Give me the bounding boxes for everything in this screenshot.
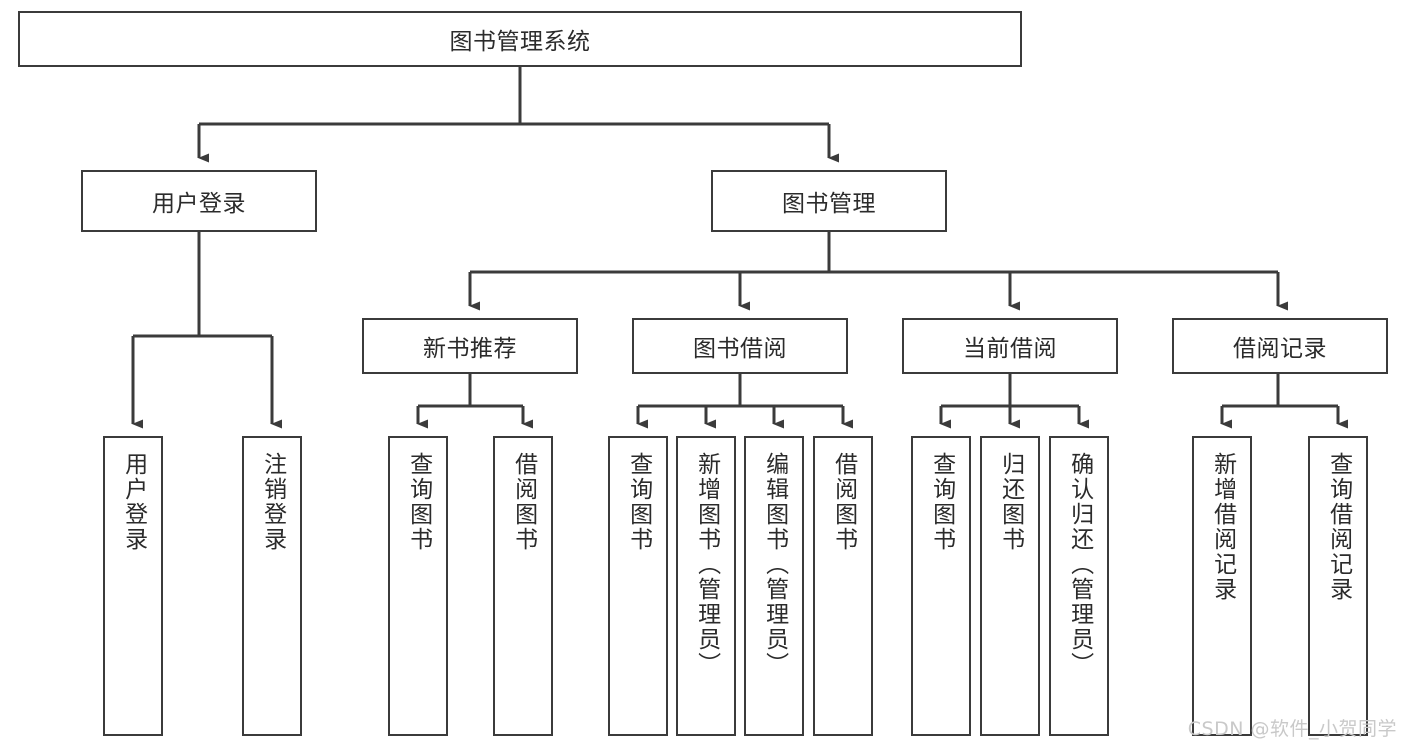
node-leaf-query-record[interactable]: 查询借阅记录 <box>1308 436 1368 736</box>
node-leaf-return-book-label: 归还图书 <box>997 452 1024 552</box>
node-leaf-borrow-book-2[interactable]: 借阅图书 <box>813 436 873 736</box>
node-borrow-record-label: 借阅记录 <box>1233 336 1327 362</box>
node-root[interactable]: 图书管理系统 <box>18 11 1022 67</box>
node-leaf-confirm-return[interactable]: 确认归还（管理员） <box>1049 436 1109 736</box>
node-leaf-query-book-1[interactable]: 查询图书 <box>388 436 448 736</box>
node-leaf-add-book[interactable]: 新增图书（管理员） <box>676 436 736 736</box>
node-leaf-confirm-return-label: 确认归还（管理员） <box>1066 452 1093 677</box>
node-leaf-return-book[interactable]: 归还图书 <box>980 436 1040 736</box>
node-user-login[interactable]: 用户登录 <box>81 170 317 232</box>
node-book-manage[interactable]: 图书管理 <box>711 170 947 232</box>
node-leaf-user-logout[interactable]: 注销登录 <box>242 436 302 736</box>
watermark-text: CSDN @软件_小贺同学 <box>1187 718 1397 740</box>
node-leaf-user-login-label: 用户登录 <box>120 452 147 552</box>
node-leaf-query-book-3-label: 查询图书 <box>928 452 955 552</box>
node-leaf-query-book-3[interactable]: 查询图书 <box>911 436 971 736</box>
node-leaf-query-book-2-label: 查询图书 <box>625 452 652 552</box>
node-leaf-add-record-label: 新增借阅记录 <box>1209 452 1236 602</box>
node-leaf-edit-book[interactable]: 编辑图书（管理员） <box>744 436 804 736</box>
node-leaf-borrow-book-1[interactable]: 借阅图书 <box>493 436 553 736</box>
node-leaf-user-login[interactable]: 用户登录 <box>103 436 163 736</box>
node-new-book-rec[interactable]: 新书推荐 <box>362 318 578 374</box>
node-leaf-add-record[interactable]: 新增借阅记录 <box>1192 436 1252 736</box>
node-leaf-user-logout-label: 注销登录 <box>259 452 286 552</box>
node-new-book-rec-label: 新书推荐 <box>423 336 517 362</box>
node-borrow-record[interactable]: 借阅记录 <box>1172 318 1388 374</box>
node-leaf-query-book-2[interactable]: 查询图书 <box>608 436 668 736</box>
node-book-borrow-label: 图书借阅 <box>693 336 787 362</box>
node-leaf-borrow-book-2-label: 借阅图书 <box>830 452 857 552</box>
node-book-manage-label: 图书管理 <box>782 191 876 217</box>
node-leaf-edit-book-label: 编辑图书（管理员） <box>761 452 788 677</box>
node-root-label: 图书管理系统 <box>449 29 591 55</box>
node-leaf-borrow-book-1-label: 借阅图书 <box>510 452 537 552</box>
node-leaf-query-book-1-label: 查询图书 <box>405 452 432 552</box>
node-leaf-query-record-label: 查询借阅记录 <box>1325 452 1352 602</box>
node-leaf-add-book-label: 新增图书（管理员） <box>693 452 720 677</box>
node-user-login-label: 用户登录 <box>152 191 246 217</box>
node-current-borrow-label: 当前借阅 <box>963 336 1057 362</box>
node-current-borrow[interactable]: 当前借阅 <box>902 318 1118 374</box>
node-book-borrow[interactable]: 图书借阅 <box>632 318 848 374</box>
